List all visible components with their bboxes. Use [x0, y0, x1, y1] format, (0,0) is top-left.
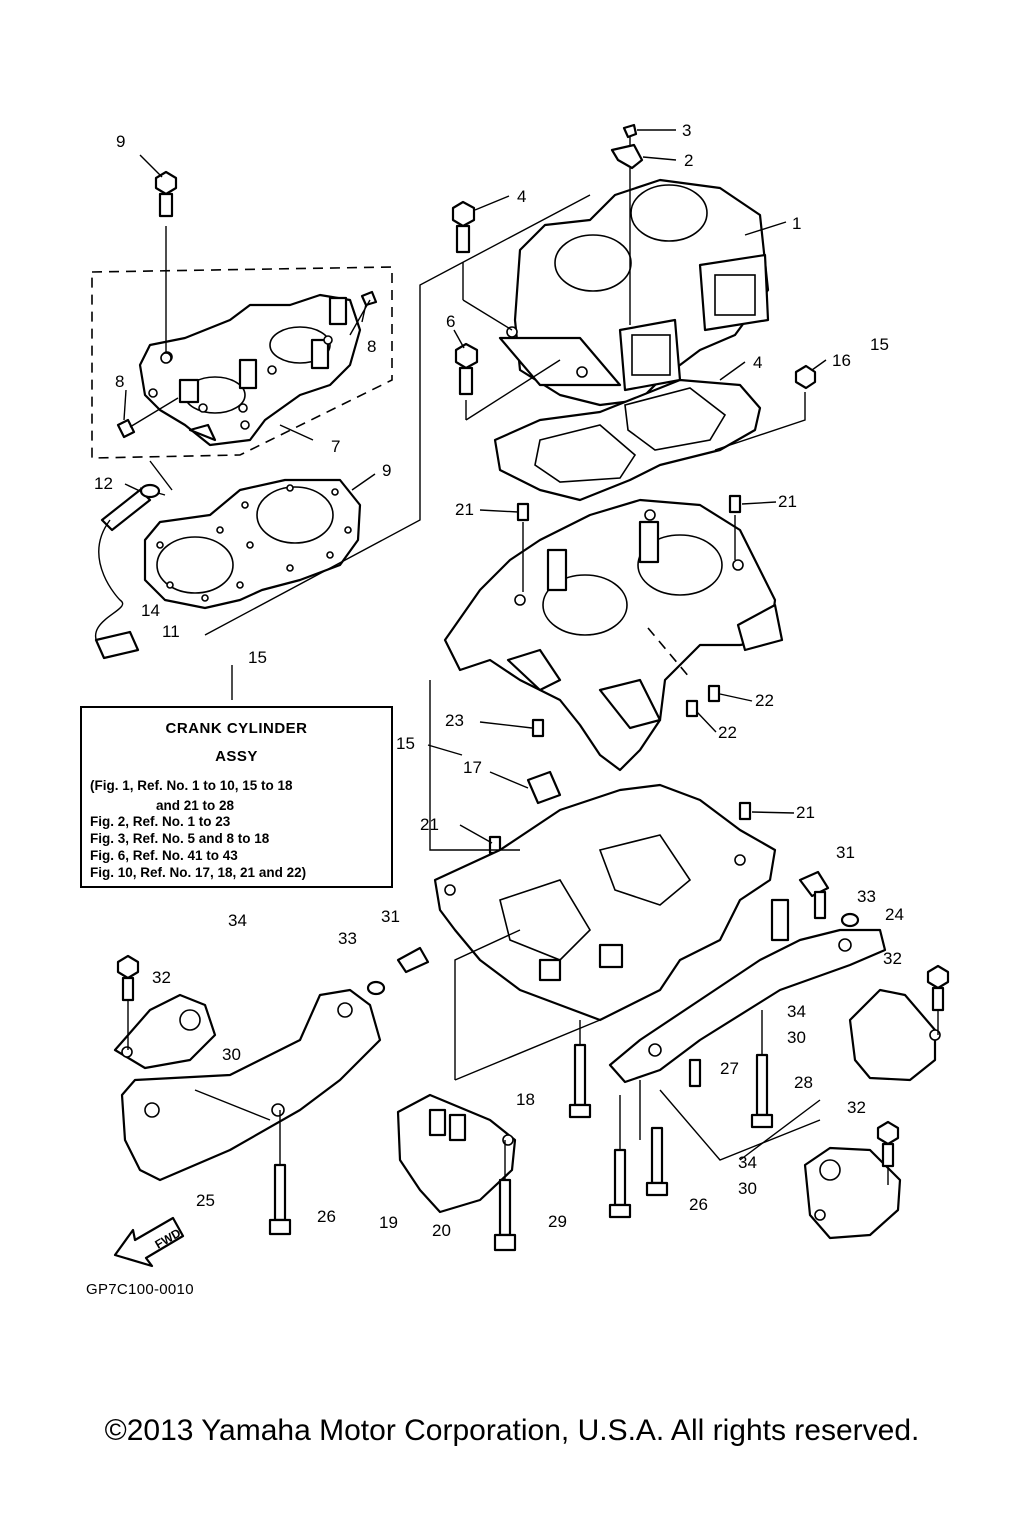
- note-subtitle: ASSY: [215, 748, 258, 765]
- callout: 16: [832, 351, 851, 370]
- leader-lines: [127, 194, 939, 1185]
- callout: 6: [446, 312, 455, 331]
- callout: 25: [196, 1191, 215, 1210]
- head-gasket-9: [143, 478, 362, 610]
- callout: 20: [432, 1221, 451, 1240]
- engine-mount-30-lower: [803, 1146, 902, 1240]
- callout: 23: [445, 711, 464, 730]
- callout: 9: [382, 461, 391, 480]
- engine-mount-30-upper: [848, 988, 941, 1082]
- callout: 32: [152, 968, 171, 987]
- parts-2-3: [610, 123, 644, 325]
- callout: 3: [682, 121, 691, 140]
- callout-leaders: [123, 129, 827, 844]
- engine-mount-30-left: [113, 993, 217, 1070]
- callout: 31: [836, 843, 855, 862]
- callout: 21: [455, 500, 474, 519]
- callout: 32: [847, 1098, 866, 1117]
- note-line: and 21 to 28: [156, 798, 235, 813]
- note-line: Fig. 10, Ref. No. 17, 18, 21 and 22): [90, 865, 307, 880]
- callout: 1: [792, 214, 801, 233]
- copyright-notice: ©2013 Yamaha Motor Corporation, U.S.A. A…: [104, 1414, 920, 1447]
- bracket-19: [396, 1093, 517, 1214]
- callout: 30: [738, 1179, 757, 1198]
- callout: 7: [331, 437, 340, 456]
- callout: 2: [684, 151, 693, 170]
- callout: 30: [222, 1045, 241, 1064]
- bolt-10: [154, 170, 178, 364]
- callout: 27: [720, 1059, 739, 1078]
- crank-cylinder-assy-note: CRANK CYLINDER ASSY (Fig. 1, Ref. No. 1 …: [80, 706, 393, 888]
- callout: 21: [420, 815, 439, 834]
- diagram-code: GP7C100-0010: [86, 1281, 194, 1298]
- callout: 9: [116, 132, 125, 151]
- engine-mount-bracket-25: [120, 988, 382, 1182]
- note-line: Fig. 2, Ref. No. 1 to 23: [90, 814, 231, 829]
- bolt-6: [454, 342, 479, 420]
- callout: 8: [115, 372, 124, 391]
- callout: 28: [794, 1073, 813, 1092]
- callout: 26: [689, 1195, 708, 1214]
- callout: 19: [379, 1213, 398, 1232]
- upper-crankcase: [443, 498, 784, 772]
- callout: 15: [248, 648, 267, 667]
- callout: 17: [463, 758, 482, 777]
- lower-crankcase: [433, 783, 777, 1022]
- callout: 15: [870, 335, 889, 354]
- bolt-5: [451, 200, 513, 331]
- bolt-16: [794, 364, 817, 412]
- callout: 32: [883, 949, 902, 968]
- note-title: CRANK CYLINDER: [165, 720, 308, 737]
- callout: 30: [787, 1028, 806, 1047]
- callout: 8: [367, 337, 376, 356]
- callout: 34: [787, 1002, 806, 1021]
- callout: 33: [857, 887, 876, 906]
- engine-mount-bracket-24: [608, 898, 887, 1084]
- callout: 4: [517, 187, 526, 206]
- cylinder-block-1: [498, 178, 770, 407]
- callout: 11: [162, 622, 180, 641]
- callout: 18: [516, 1090, 535, 1109]
- callout: 34: [738, 1153, 757, 1172]
- callout: 26: [317, 1207, 336, 1226]
- callout: 15: [396, 734, 415, 753]
- callout: 21: [796, 803, 815, 822]
- fwd-arrow-icon: FWD: [113, 1216, 185, 1268]
- callout: 29: [548, 1212, 567, 1231]
- bolts-lower: [116, 870, 950, 1252]
- callout: 12: [94, 474, 113, 493]
- note-line: Fig. 3, Ref. No. 5 and 8 to 18: [90, 831, 270, 846]
- callout: 31: [381, 907, 400, 926]
- callout: 22: [755, 691, 774, 710]
- hose-assembly: [94, 483, 166, 660]
- callout: 14: [141, 601, 160, 620]
- callout: 4: [753, 353, 762, 372]
- callout: 33: [338, 929, 357, 948]
- callout-numbers: 9 3 2 4 1 6 8 4 16 15 8 7 9 12 21 21 14 …: [94, 121, 904, 1240]
- callout: 24: [885, 905, 904, 924]
- callout: 34: [228, 911, 247, 930]
- cylinder-head-cover-group: [91, 266, 393, 459]
- note-line: Fig. 6, Ref. No. 41 to 43: [90, 848, 238, 863]
- callout: 21: [778, 492, 797, 511]
- note-line: (Fig. 1, Ref. No. 1 to 10, 15 to 18: [90, 778, 293, 793]
- cylinder-gasket-4: [493, 378, 762, 502]
- dowel-pins: [488, 494, 752, 855]
- callout: 22: [718, 723, 737, 742]
